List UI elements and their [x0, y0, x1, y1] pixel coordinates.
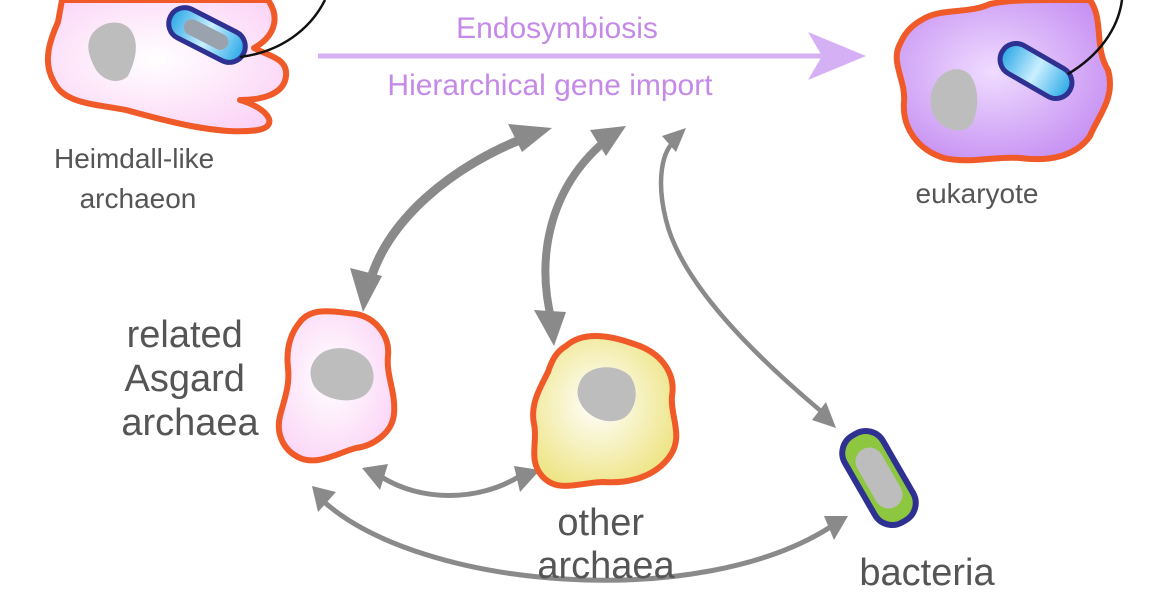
eukaryote-flagellum	[1067, 0, 1124, 76]
arrowhead-import-other-bottom	[534, 310, 566, 346]
heimdall-symbiont-core	[183, 19, 229, 50]
other-archaea-label: other archaea	[537, 502, 675, 587]
asgard-nucleus	[310, 348, 374, 401]
bacteria-cell	[839, 428, 919, 528]
process-label-endosymbiosis: Endosymbiosis	[456, 12, 658, 45]
eukaryote-mitochondrion	[997, 41, 1075, 101]
heimdall-archaeon-cell	[44, 0, 327, 135]
arrowhead-import-asgard-top	[508, 124, 552, 152]
other-nucleus	[577, 367, 636, 422]
arrowhead-import-other-top	[590, 126, 626, 156]
endosymbiosis-arrow	[318, 32, 866, 80]
process-label-gene-import: Hierarchical gene import	[387, 69, 713, 102]
bacteria-nucleoid	[855, 447, 903, 509]
arrowhead-asgard-other-right	[514, 466, 540, 492]
arrowhead-import-bacteria-bottom	[812, 402, 836, 428]
other-archaea-cell	[530, 332, 680, 489]
heimdall-label: Heimdall-like archaeon	[54, 143, 222, 214]
arrowhead-asgard-other-left	[362, 464, 388, 490]
bacteria-label: bacteria	[859, 552, 995, 594]
arrow-asgard-to-import	[363, 131, 535, 295]
arrow-other-to-import	[541, 138, 608, 326]
asgard-label: related Asgard archaea	[121, 314, 259, 444]
arrowhead-import-asgard-bottom	[350, 268, 382, 312]
eukaryote-membrane	[893, 0, 1113, 164]
arrow-bacteria-to-import	[658, 137, 825, 415]
endosymbiosis-arrowhead	[808, 32, 866, 80]
arrowhead-import-bacteria-top	[662, 128, 686, 152]
eukaryote-cell	[893, 0, 1124, 164]
heimdall-nucleus	[88, 22, 136, 81]
asgard-archaea-cell	[275, 308, 398, 464]
heimdall-flagellum	[239, 0, 327, 59]
arrowhead-asgard-bacteria-right	[824, 516, 848, 540]
eukaryote-label: eukaryote	[916, 178, 1039, 209]
eukaryote-nucleus	[930, 69, 978, 131]
arrow-asgard-to-other	[377, 473, 523, 498]
gene-flow-arrows	[319, 131, 835, 583]
gene-flow-arrowheads	[312, 124, 848, 540]
arrow-asgard-to-bacteria	[319, 497, 835, 583]
arrowhead-asgard-bacteria-left	[312, 486, 336, 512]
